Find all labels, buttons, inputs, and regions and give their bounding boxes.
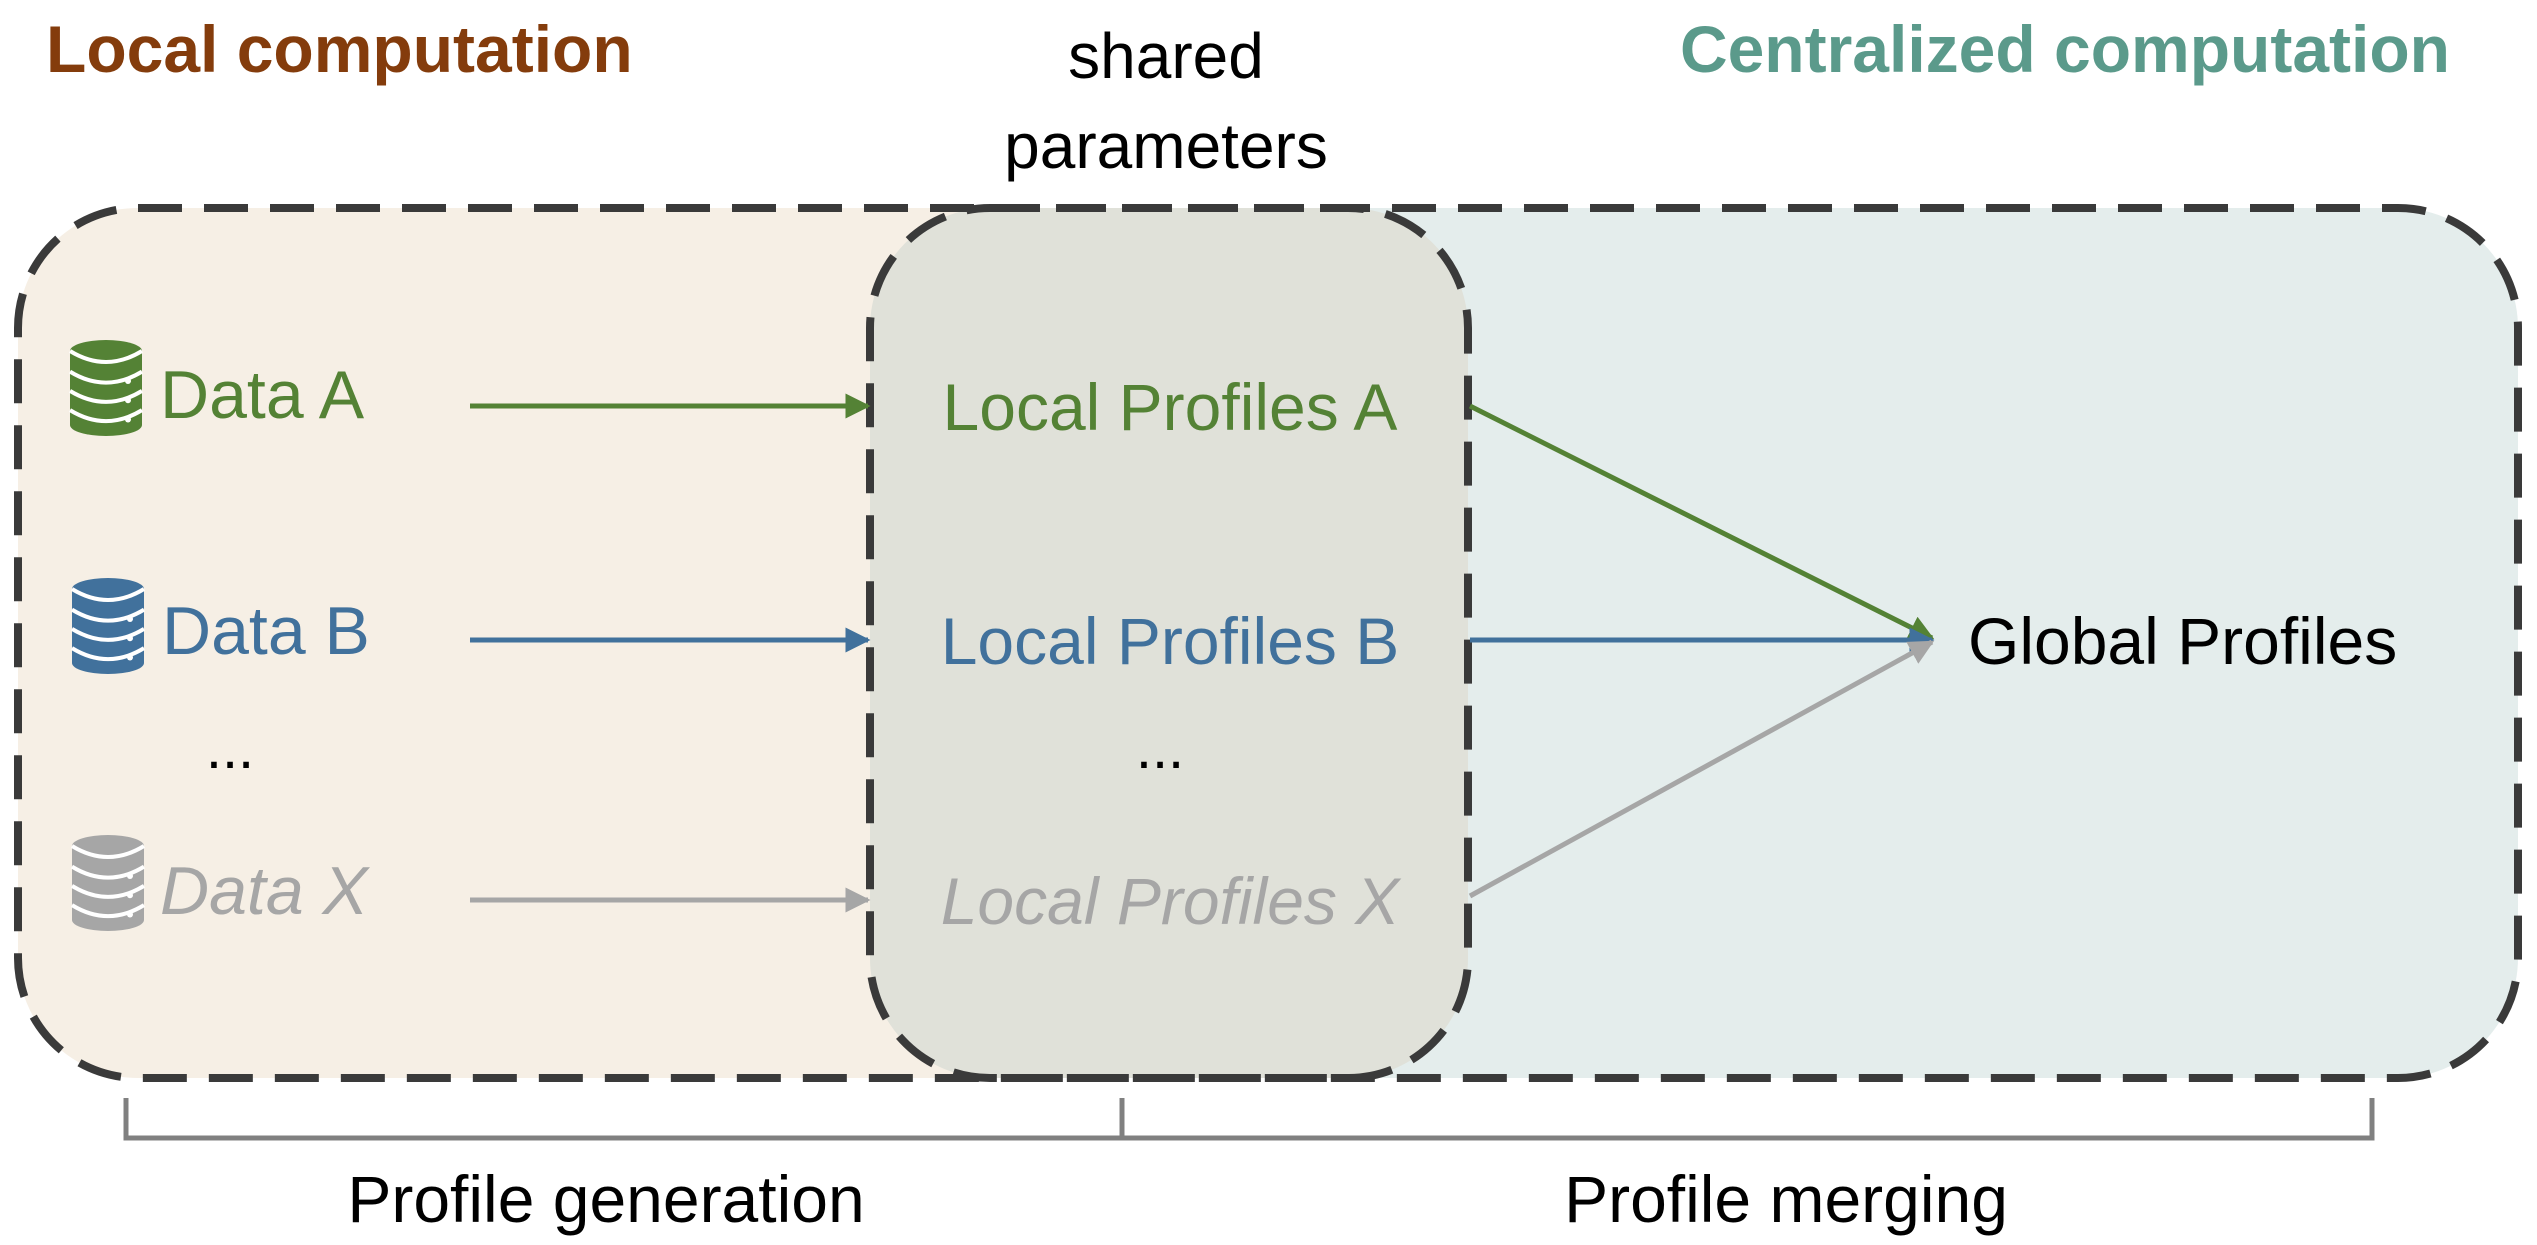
ellipsis-profiles: ... bbox=[1136, 716, 1184, 781]
shared-parameters-label-line2: parameters bbox=[1004, 110, 1328, 182]
centralized-computation-header: Centralized computation bbox=[1680, 12, 2450, 86]
global-profiles-label: Global Profiles bbox=[1968, 604, 2397, 678]
centralized-computation-zone bbox=[1268, 208, 2518, 1078]
ellipsis-data: ... bbox=[206, 716, 254, 781]
arrow-local-x-to-global bbox=[1468, 639, 1935, 899]
data-a-label: Data A bbox=[160, 357, 365, 433]
local-profiles-b-label: Local Profiles B bbox=[941, 604, 1400, 678]
database-icon-b bbox=[70, 578, 146, 674]
local-computation-header: Local computation bbox=[46, 12, 633, 86]
outer-dashed-border bbox=[14, 204, 2522, 1082]
local-profiles-x-label: Local Profiles X bbox=[941, 864, 1403, 938]
data-x-label: Data X bbox=[160, 853, 371, 929]
shared-parameters-label-line1: shared bbox=[1068, 20, 1264, 92]
profile-merging-label: Profile merging bbox=[1564, 1162, 2008, 1236]
database-icon-a bbox=[68, 340, 144, 436]
profile-generation-bracket bbox=[123, 1098, 1125, 1141]
database-icon-x bbox=[70, 835, 146, 931]
arrow-local-a-to-global bbox=[1468, 403, 1935, 641]
data-b-label: Data B bbox=[162, 593, 370, 669]
local-profiles-a-label: Local Profiles A bbox=[943, 370, 1398, 444]
profile-generation-label: Profile generation bbox=[347, 1162, 864, 1236]
profile-merging-bracket bbox=[1119, 1098, 2375, 1141]
